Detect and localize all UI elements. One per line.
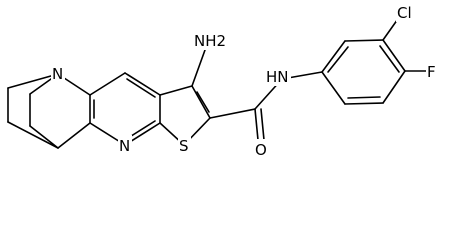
bond (254, 108, 259, 141)
bond (191, 85, 211, 119)
molecule-diagram: NH2 HN N N S O Cl F (7, 2, 439, 159)
amide-nh-label: HN (266, 68, 289, 86)
sulfur-label: S (179, 137, 189, 155)
bond (159, 85, 193, 96)
fluorine-label: F (427, 63, 436, 81)
bond (321, 40, 346, 73)
atom-amine: NH2 (193, 30, 227, 50)
atom-bridge-n: N (51, 63, 65, 83)
bond (196, 91, 210, 113)
bond (7, 121, 59, 149)
bond (126, 78, 156, 98)
chlorine-label: Cl (397, 4, 412, 22)
bond (379, 45, 400, 73)
carbonyl-o-label: O (255, 141, 267, 159)
atom-pyridine-n: N (118, 135, 132, 155)
bond (382, 39, 406, 72)
bond (7, 73, 59, 89)
bond (57, 122, 91, 149)
bond (382, 70, 406, 104)
bond (124, 72, 161, 96)
bond (260, 108, 265, 141)
bond (321, 71, 346, 105)
atom-amide-nh: HN (265, 66, 291, 86)
bond (191, 49, 206, 87)
atom-labels: NH2 HN N N S O Cl F (51, 2, 439, 159)
bond (344, 102, 384, 105)
bond (344, 39, 384, 42)
bridge-n-label: N (52, 65, 63, 83)
amine-label: NH2 (194, 32, 226, 50)
atom-sulfur: S (178, 135, 191, 155)
atom-carbonyl-o: O (254, 139, 268, 159)
bond (209, 108, 256, 119)
pyridine-n-label: N (119, 137, 130, 155)
atom-chlorine: Cl (396, 2, 416, 22)
bond (327, 46, 349, 73)
bond (127, 120, 156, 139)
structure-canvas: NH2 HN N N S O Cl F (7, 2, 439, 159)
atom-fluorine: F (426, 61, 439, 81)
bond (29, 125, 59, 149)
bond (89, 72, 126, 96)
bond (347, 96, 381, 99)
